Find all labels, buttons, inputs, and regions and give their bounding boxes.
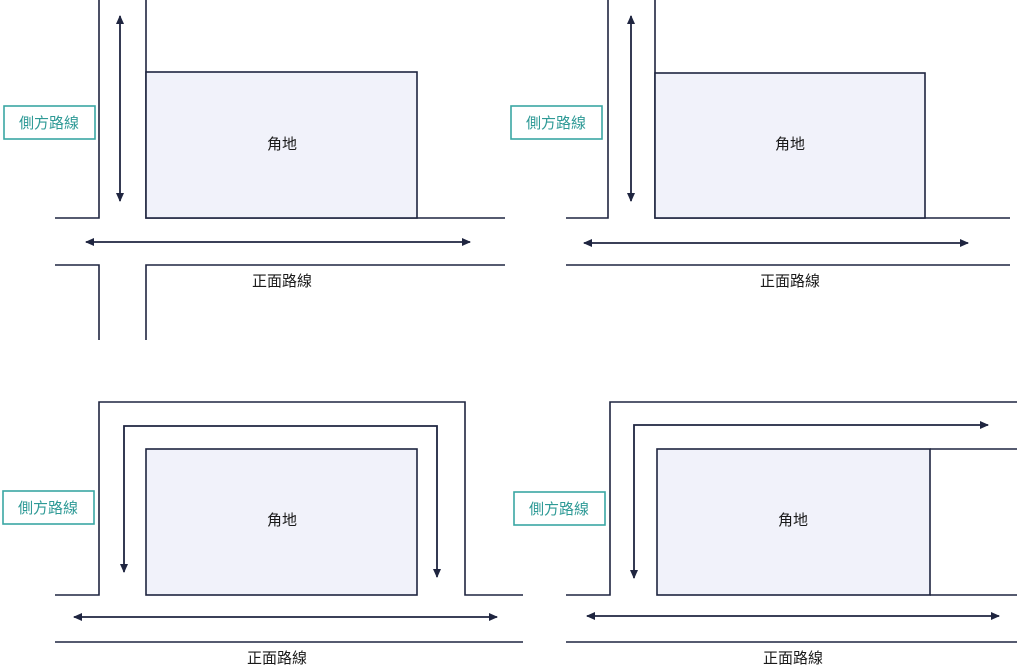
road-outer-edge — [55, 401, 523, 596]
side-road-label-box — [2, 490, 95, 525]
side-road-left-edge — [566, 0, 609, 219]
front-road-label: 正面路線 — [760, 272, 820, 290]
front-road-label: 正面路線 — [252, 272, 312, 290]
lot-label: 角地 — [778, 511, 808, 529]
side-road-label-box — [3, 105, 96, 140]
front-road-bottom-right — [145, 264, 505, 340]
panel-2: 角地 側方路線 正面路線 — [510, 0, 1010, 290]
side-road-label: 側方路線 — [18, 499, 78, 517]
lot-label: 角地 — [267, 135, 297, 153]
lot-label: 角地 — [775, 135, 805, 153]
side-road-arrow — [120, 425, 441, 578]
side-road-left-edge-top — [55, 0, 100, 219]
front-road-label: 正面路線 — [247, 649, 307, 667]
road-outer-edge — [566, 401, 1017, 596]
side-road-label-box — [510, 105, 603, 140]
lot-label: 角地 — [267, 511, 297, 529]
front-road-bottom-left — [55, 264, 100, 340]
front-road-label: 正面路線 — [763, 649, 823, 667]
corner-lot — [145, 71, 418, 219]
side-road-label: 側方路線 — [526, 114, 586, 132]
panel-3: 角地 側方路線 正面路線 — [2, 401, 523, 667]
side-road-label-box — [513, 491, 606, 526]
corner-lot — [654, 72, 926, 219]
side-road-arrow — [630, 421, 989, 579]
side-road-label: 側方路線 — [19, 114, 79, 132]
panel-1: 角地 側方路線 正面路線 — [3, 0, 505, 340]
side-road-label: 側方路線 — [529, 500, 589, 518]
panel-4: 角地 側方路線 正面路線 — [513, 401, 1017, 667]
